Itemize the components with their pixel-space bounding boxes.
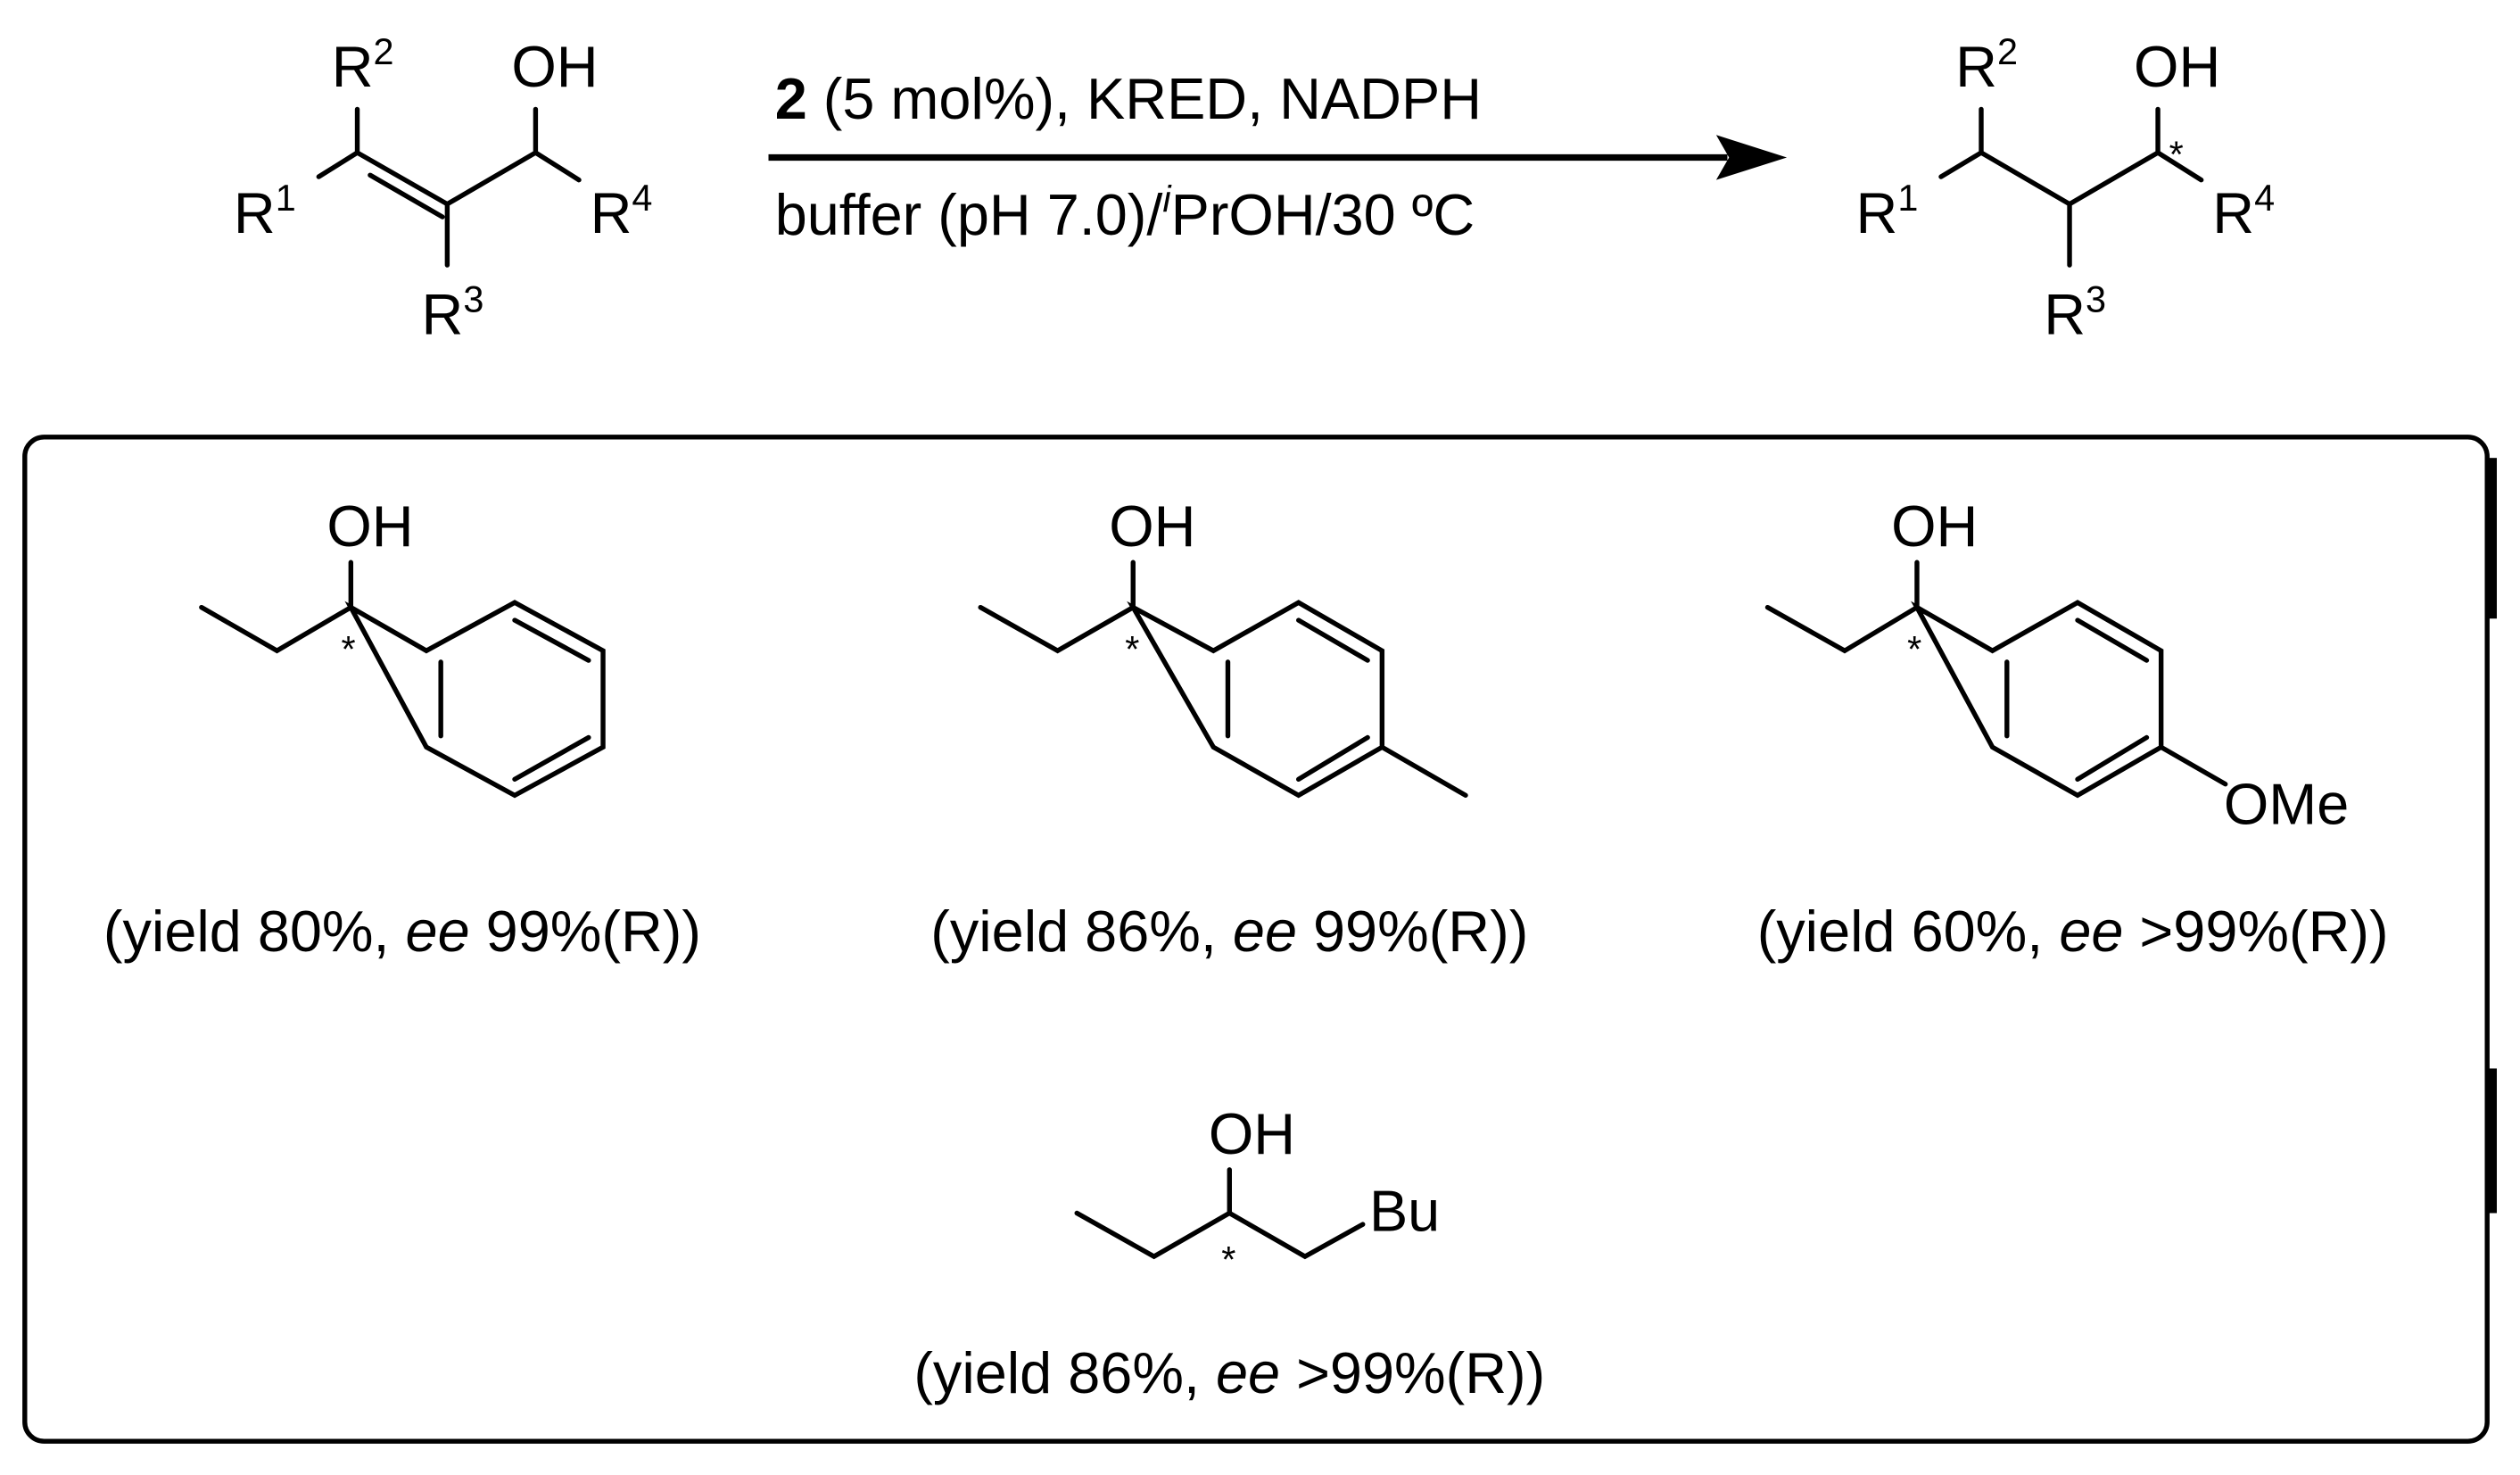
reaction-arrow <box>768 135 1788 180</box>
conditions-bottom: buffer (pH 7.0)/iPrOH/30 ºC <box>775 179 1475 247</box>
box-edge-mark <box>2485 458 2498 619</box>
example-1-caption: (yield 80%, ee 99%(R)) <box>103 899 701 964</box>
reactant-structure: R2 OH R1 R4 R3 <box>234 31 653 347</box>
conditions-top: 2 (5 mol%), KRED, NADPH <box>775 66 1482 131</box>
svg-text:Bu: Bu <box>1369 1178 1440 1243</box>
svg-text:OH: OH <box>1109 493 1195 559</box>
svg-text:OH: OH <box>511 34 598 99</box>
svg-text:OMe: OMe <box>2224 772 2349 837</box>
svg-text:R2: R2 <box>332 31 394 99</box>
svg-text:*: * <box>1221 1239 1235 1280</box>
svg-text:R4: R4 <box>2212 178 2275 245</box>
svg-text:*: * <box>342 629 356 670</box>
example-4-alkyl: OH * Bu (yield 86%, ee >99%(R)) <box>913 1101 1545 1405</box>
example-2-tolyl: OH * (yield 86%, ee 99%(R)) <box>930 493 1528 964</box>
example-4-caption: (yield 86%, ee >99%(R)) <box>913 1340 1545 1405</box>
box-edge-mark <box>2485 1068 2498 1214</box>
svg-text:*: * <box>1907 629 1921 670</box>
svg-text:R1: R1 <box>1856 178 1919 245</box>
svg-text:OH: OH <box>2134 34 2220 99</box>
svg-text:R3: R3 <box>422 278 484 346</box>
svg-text:R1: R1 <box>234 178 296 245</box>
svg-text:R2: R2 <box>1955 31 2018 99</box>
example-1-phenyl: OH * (yield 80%, ee 99%(R)) <box>103 493 701 964</box>
example-2-caption: (yield 86%, ee 99%(R)) <box>930 899 1528 964</box>
example-3-caption: (yield 60%, ee >99%(R)) <box>1757 899 2389 964</box>
svg-text:OH: OH <box>326 493 413 559</box>
example-3-methoxyphenyl: OH * OMe (yield 60%, ee >99%(R)) <box>1757 493 2389 964</box>
svg-text:R3: R3 <box>2044 278 2106 346</box>
examples-box <box>22 435 2490 1444</box>
svg-text:OH: OH <box>1209 1101 1295 1166</box>
product-structure: R2 OH * R1 R4 R3 <box>1856 31 2276 347</box>
svg-text:OH: OH <box>1891 493 1978 559</box>
svg-text:*: * <box>1125 629 1139 670</box>
svg-text:R4: R4 <box>591 178 653 245</box>
svg-text:*: * <box>2169 134 2184 175</box>
